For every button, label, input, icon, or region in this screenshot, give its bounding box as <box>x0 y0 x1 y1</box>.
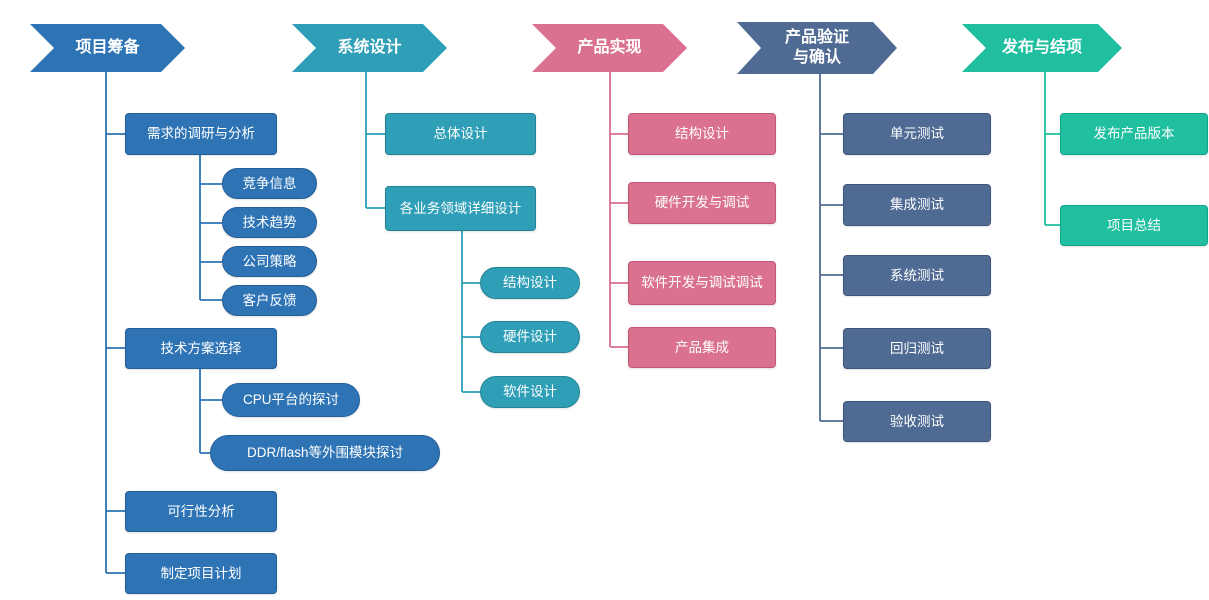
phase-label: 产品实现 <box>577 39 642 56</box>
node-competitive-info: 竞争信息 <box>222 168 317 199</box>
node-cpu-platform-discussion: CPU平台的探讨 <box>222 383 360 417</box>
node-unit-test: 单元测试 <box>843 113 991 155</box>
node-software-dev-debug: 软件开发与调试调试 <box>628 261 776 305</box>
connectors-phase-verification <box>819 74 843 422</box>
phase-arrow-system-design: 系统设计 <box>292 24 447 72</box>
phase-label: 发布与结项 <box>1001 39 1082 56</box>
connectors-phase-realization <box>609 72 628 348</box>
phase-arrow-release-closing: 发布与结项 <box>962 24 1122 72</box>
node-tech-solution-selection: 技术方案选择 <box>125 328 277 369</box>
node-system-test: 系统测试 <box>843 255 991 296</box>
node-company-strategy: 公司策略 <box>222 246 317 277</box>
phase-label: 系统设计 <box>337 39 402 56</box>
node-hardware-dev-debug: 硬件开发与调试 <box>628 182 776 224</box>
node-ddr-flash-modules-discussion: DDR/flash等外围模块探讨 <box>210 435 440 471</box>
node-overall-design: 总体设计 <box>385 113 536 155</box>
phase-label-line1: 产品验证 <box>784 29 849 46</box>
node-integration-test: 集成测试 <box>843 184 991 226</box>
node-requirement-research-analysis: 需求的调研与分析 <box>125 113 277 155</box>
phase-arrow-product-realization: 产品实现 <box>532 24 687 72</box>
phase-label-line2: 与确认 <box>792 49 841 66</box>
node-customer-feedback: 客户反馈 <box>222 285 317 316</box>
node-structure-design: 结构设计 <box>480 267 580 299</box>
node-detailed-domain-design: 各业务领域详细设计 <box>385 186 536 231</box>
node-acceptance-test: 验收测试 <box>843 401 991 442</box>
node-tech-trends: 技术趋势 <box>222 207 317 238</box>
node-structure-design-impl: 结构设计 <box>628 113 776 155</box>
node-product-integration: 产品集成 <box>628 327 776 368</box>
node-regression-test: 回归测试 <box>843 328 991 369</box>
phase-label: 项目筹备 <box>75 39 140 56</box>
connectors-phase-design <box>365 72 480 393</box>
node-project-summary: 项目总结 <box>1060 205 1208 246</box>
connectors-phase-preparation <box>105 72 222 574</box>
phase-arrow-verification: 产品验证 与确认 <box>737 22 897 74</box>
node-release-product-version: 发布产品版本 <box>1060 113 1208 155</box>
node-feasibility-analysis: 可行性分析 <box>125 491 277 532</box>
phase-arrow-preparation: 项目筹备 <box>30 24 185 72</box>
node-project-plan: 制定项目计划 <box>125 553 277 594</box>
connectors-phase-release <box>1044 72 1060 226</box>
node-hardware-design: 硬件设计 <box>480 321 580 353</box>
node-software-design: 软件设计 <box>480 376 580 408</box>
